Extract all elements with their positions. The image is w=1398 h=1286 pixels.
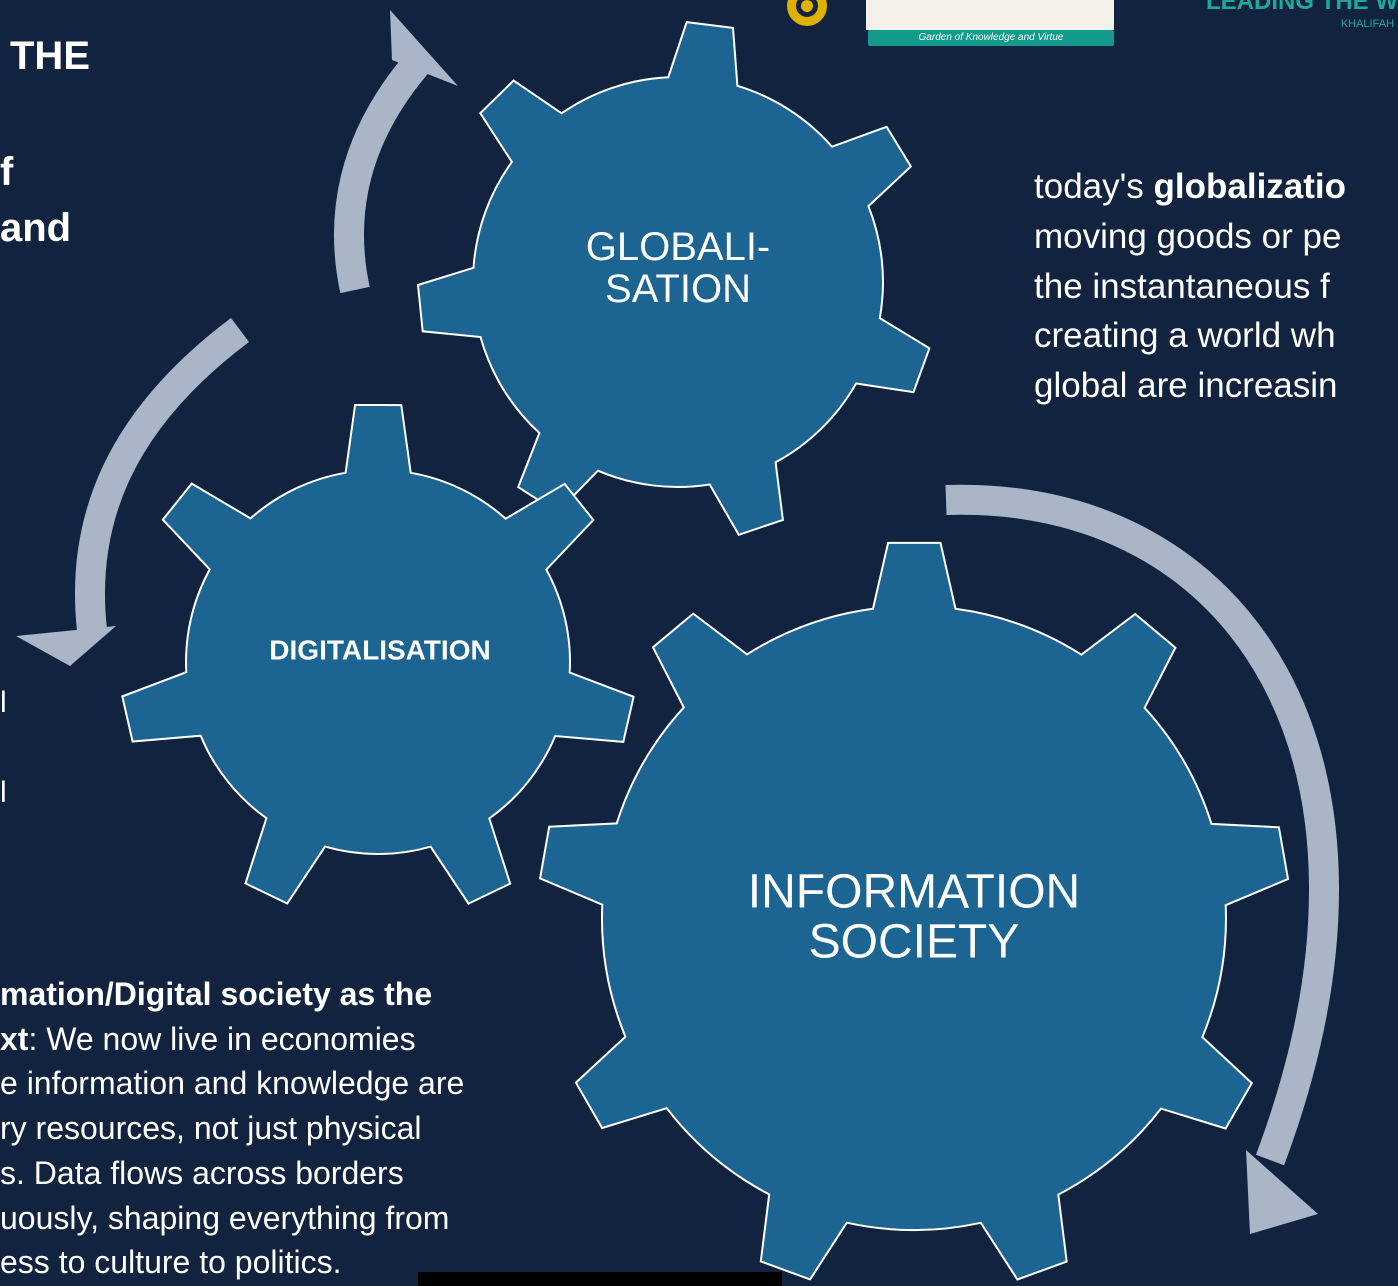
bottom-line-plain: e information and knowledge are: [0, 1065, 465, 1101]
gear-label-digitalisation: DIGITALISATION: [269, 634, 491, 666]
logo-tagline: Garden of Knowledge and Virtue: [918, 32, 1064, 43]
left-fragment: and: [0, 206, 72, 250]
gear-information-society: [538, 541, 1290, 1281]
bottom-line: uously, shaping everything from: [0, 1200, 449, 1236]
bottom-line-bold: mation/Digital society as the: [0, 976, 433, 1012]
bottom-line: ess to culture to politics.: [0, 1244, 341, 1280]
bottom-line: ry resources, not just physical: [0, 1110, 422, 1146]
bottom-line-plain: ry resources, not just physical: [0, 1110, 422, 1146]
university-logo: Garden of Knowledge and Virtue: [768, 0, 1118, 48]
bottom-line: mation/Digital society as the: [0, 976, 432, 1012]
bottom-line-plain: ess to culture to politics.: [0, 1244, 342, 1280]
brand-heading: LEADING THE W: [1206, 0, 1398, 15]
bottom-line: e information and knowledge are: [0, 1065, 464, 1101]
gear-label-line: DIGITALISATION: [269, 634, 491, 666]
gear-globalisation: [416, 21, 931, 537]
gears-layer: [121, 21, 1290, 1281]
arrow-top: [334, 10, 458, 294]
right-line-plain: today's: [1034, 167, 1154, 206]
emblem-icon: [787, 0, 827, 26]
gear-label-line: SATION: [605, 267, 751, 311]
bottom-line: xt: We now live in economies: [0, 1021, 416, 1057]
right-line: moving goods or pe: [1034, 212, 1341, 261]
right-line-plain: the instantaneous f: [1034, 267, 1330, 306]
logo-tagline-strip: Garden of Knowledge and Virtue: [868, 30, 1114, 46]
bottom-line-plain: uously, shaping everything from: [0, 1200, 450, 1236]
gear-label-line: GLOBALI-: [585, 225, 771, 269]
right-line: the instantaneous f: [1034, 262, 1330, 311]
arrow-left: [16, 318, 250, 666]
right-line: creating a world wh: [1034, 311, 1336, 360]
gear-label-line: SOCIETY: [808, 916, 1020, 969]
logo-script-banner: [866, 0, 1114, 30]
right-line: global are increasin: [1034, 361, 1338, 410]
right-line-plain: moving goods or pe: [1034, 217, 1342, 256]
right-line-bold: globalizatio: [1153, 167, 1347, 206]
gear-label-globalisation: GLOBALI- SATION: [586, 226, 771, 310]
right-line-plain: creating a world wh: [1034, 316, 1336, 355]
left-fragment: l: [0, 686, 7, 719]
gear-label-information-society: INFORMATION SOCIETY: [747, 865, 1081, 969]
bottom-line: s. Data flows across borders: [0, 1155, 404, 1191]
gear-digitalisation: [121, 403, 635, 905]
arrow-right: [945, 484, 1339, 1234]
gear-label-line: INFORMATION: [747, 865, 1081, 919]
left-fragment: l: [0, 776, 7, 809]
bottom-line-bold: xt: [0, 1021, 29, 1057]
black-bar: [418, 1272, 782, 1286]
right-line: today's globalizatio: [1034, 162, 1346, 211]
brand-subheading: KHALIFAH: [1340, 18, 1394, 30]
bottom-line-plain: s. Data flows across borders: [0, 1155, 404, 1191]
left-fragment: f: [0, 150, 14, 194]
left-fragment: THE: [10, 34, 90, 78]
bottom-line-plain: : We now live in economies: [28, 1021, 416, 1057]
right-line-plain: global are increasin: [1034, 366, 1338, 405]
